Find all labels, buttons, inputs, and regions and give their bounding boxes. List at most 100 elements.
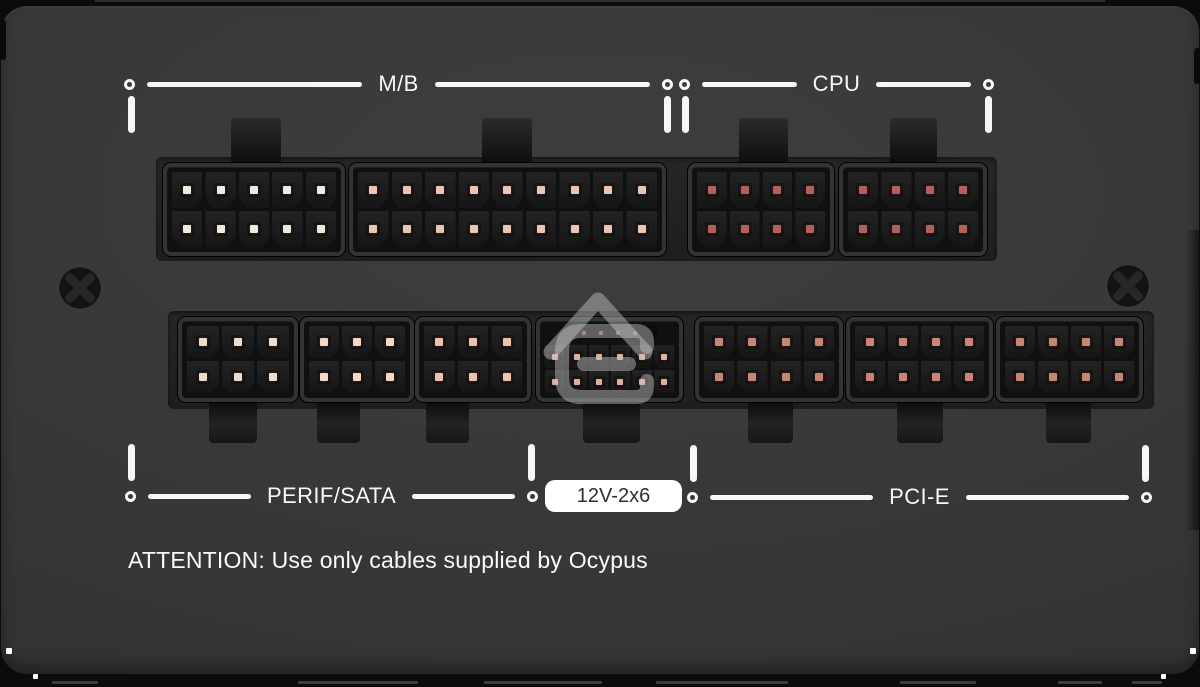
pin-contact — [617, 378, 624, 385]
chassis-bottom-edge — [900, 681, 976, 684]
pin-contact — [234, 338, 242, 346]
pin-socket — [559, 211, 590, 247]
pin-socket — [855, 361, 885, 393]
pin-contact — [925, 225, 934, 233]
pin-socket — [888, 361, 918, 393]
bracket-end-marker — [662, 78, 673, 90]
pin-contact — [353, 338, 361, 346]
pin-socket — [187, 361, 219, 393]
phillips-screw-right-icon — [1106, 264, 1150, 308]
reflection-dot — [33, 674, 38, 679]
pin-socket — [848, 211, 879, 247]
pin-socket — [458, 211, 490, 247]
pin-socket — [881, 172, 912, 208]
connector-cpu-8pin-1 — [688, 163, 834, 256]
pin-socket — [697, 172, 727, 208]
pin-socket — [492, 211, 523, 247]
pin-contact — [965, 338, 973, 346]
pin-socket — [172, 172, 203, 208]
pin-socket — [342, 361, 372, 393]
pin-contact — [502, 338, 511, 346]
pin-socket — [375, 361, 405, 393]
pin-contact — [402, 186, 411, 194]
cpu-label: CPU — [812, 71, 861, 96]
pin-socket — [457, 361, 489, 393]
chassis-notch-left — [0, 20, 6, 60]
latch-slot — [739, 118, 788, 164]
pin-contact — [369, 186, 378, 194]
bracket-end-marker — [124, 78, 135, 90]
pin-contact — [537, 186, 546, 194]
pin-contact — [269, 373, 277, 381]
pcie-label: PCI-E — [889, 484, 950, 509]
pin-contact — [283, 186, 292, 194]
pin-contact — [183, 186, 192, 194]
pin-socket — [238, 172, 270, 208]
pin-socket — [704, 326, 735, 358]
pin-socket — [592, 211, 624, 247]
pin-socket — [391, 172, 423, 208]
pin-contact — [573, 378, 580, 385]
pin-contact — [639, 378, 646, 385]
ocypus-logo-icon — [543, 292, 654, 404]
pin-contact — [249, 186, 258, 194]
pin-contact — [283, 225, 292, 233]
pin-contact — [1115, 338, 1123, 346]
bracket-tick — [664, 96, 671, 133]
pin-socket — [803, 326, 834, 358]
chassis-bottom-edge — [484, 681, 602, 684]
connector-perif-sata-6pin-2 — [300, 317, 414, 402]
pin-socket — [492, 172, 523, 208]
pin-socket — [795, 211, 825, 247]
pin-socket — [1005, 361, 1035, 393]
pin-socket — [632, 370, 653, 393]
pin-contact — [595, 378, 602, 385]
pin-contact — [806, 225, 815, 233]
pin-socket — [425, 211, 456, 247]
chassis-bottom-edge — [1058, 681, 1102, 684]
pin-contact — [316, 225, 325, 233]
bracket-cpu: CPU — [679, 71, 994, 97]
pin-contact — [707, 225, 716, 233]
pin-contact — [740, 186, 749, 194]
pin-contact — [570, 225, 579, 233]
pin-socket — [588, 345, 609, 368]
pin-contact — [859, 186, 868, 194]
pin-contact — [958, 186, 967, 194]
pin-socket — [947, 211, 978, 247]
pin-socket — [737, 361, 768, 393]
chassis-bottom-edge — [1132, 681, 1162, 684]
pin-socket — [424, 326, 455, 358]
pin-socket — [697, 211, 727, 247]
pin-socket — [1038, 361, 1068, 393]
pin-contact — [551, 353, 558, 360]
pin-contact — [1049, 338, 1057, 346]
pin-socket — [654, 370, 674, 393]
pin-contact — [573, 353, 580, 360]
sense-pin-contact — [633, 330, 637, 335]
pin-socket — [559, 172, 590, 208]
pin-contact — [661, 353, 668, 360]
pin-contact — [468, 373, 477, 381]
pin-contact — [932, 338, 940, 346]
pin-contact — [1082, 338, 1090, 346]
pin-socket — [458, 172, 490, 208]
pin-contact — [183, 225, 192, 233]
pin-socket — [704, 361, 735, 393]
connector-perif-sata-6pin-1 — [178, 317, 298, 402]
pin-contact — [715, 338, 724, 346]
pin-contact — [604, 225, 613, 233]
pin-socket — [1104, 326, 1134, 358]
latch-slot — [317, 401, 360, 443]
pin-contact — [216, 186, 225, 194]
bracket-line — [148, 493, 251, 499]
pin-contact — [435, 373, 444, 381]
pin-socket — [626, 172, 657, 208]
chassis-bottom-edge — [656, 681, 788, 684]
connector-mb-10pin — [163, 163, 345, 256]
pin-socket — [632, 345, 653, 368]
pin-contact — [234, 373, 242, 381]
pin-socket — [914, 211, 945, 247]
bracket-line — [702, 81, 797, 87]
